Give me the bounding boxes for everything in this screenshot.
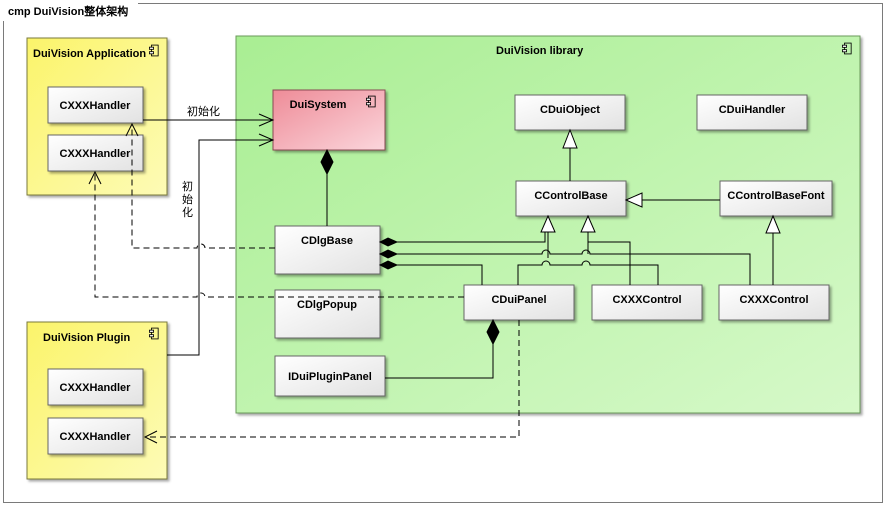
generalization-triangle-icon (765, 214, 781, 234)
generalization-connector (587, 241, 631, 285)
dui-object-box[interactable]: CDuiObject (514, 94, 626, 131)
node-label: CXXXHandler (60, 148, 132, 160)
plugin-handler-box[interactable]: CXXXHandler (47, 417, 144, 455)
composition-diamond-icon (378, 237, 399, 247)
plugin-title: DuiVision Plugin (43, 332, 130, 344)
arrow-head-icon (143, 430, 158, 444)
dlg-base-box[interactable]: CDlgBase (274, 225, 381, 275)
node-label: CControlBaseFont (727, 190, 825, 202)
node-label: DuiSystem (290, 99, 347, 111)
init-label-char: 始 (182, 192, 193, 206)
arrow-head-icon (258, 133, 275, 147)
init-connector (167, 139, 273, 356)
dlg-popup-box[interactable]: CDlgPopup (274, 289, 381, 339)
node-label: CXXXHandler (60, 382, 132, 394)
generalization-triangle-icon (580, 214, 596, 233)
arrow-head-icon (258, 113, 275, 127)
connectors (143, 113, 774, 379)
node-label: CControlBase (534, 190, 607, 202)
node-label: CDlgPopup (297, 299, 357, 311)
generalization-triangle-icon (540, 214, 556, 233)
arrow-head-icon (88, 170, 102, 185)
xxx-control-box[interactable]: CXXXControl (591, 284, 703, 321)
node-label: CXXXControl (739, 294, 808, 306)
arrow-head-icon (125, 122, 139, 137)
control-base-font-box[interactable]: CControlBaseFont (719, 180, 833, 217)
application-title: DuiVision Application (33, 48, 146, 60)
composition-diamond-icon (486, 318, 500, 346)
generalization-triangle-icon (624, 192, 643, 208)
plugin-handler-box[interactable]: CXXXHandler (47, 368, 144, 406)
node-label: CDuiPanel (491, 294, 546, 306)
control-base-box[interactable]: CControlBase (515, 180, 627, 217)
init-label-char: 初 (182, 179, 193, 193)
generalization-connector (517, 260, 659, 285)
library-title: DuiVision library (496, 45, 584, 57)
dependency-arrowheads (88, 122, 158, 444)
diagram-title: cmp DuiVision整体架构 (3, 3, 139, 21)
node-label: CDlgBase (301, 235, 353, 247)
composition-connector (385, 344, 494, 379)
dui-handler-box[interactable]: CDuiHandler (696, 94, 808, 131)
dependency-connector (94, 172, 464, 298)
node-label: CDuiHandler (719, 104, 786, 116)
node-label: IDuiPluginPanel (288, 371, 372, 383)
xxx-control-box[interactable]: CXXXControl (718, 284, 830, 321)
triangles (540, 128, 781, 234)
composition-connector (397, 232, 546, 243)
composition-diamond-icon (320, 148, 334, 176)
node-label: CXXXHandler (60, 431, 132, 443)
plugin-panel-box[interactable]: IDuiPluginPanel (274, 355, 386, 397)
node-label: CXXXControl (612, 294, 681, 306)
diamonds (320, 148, 500, 346)
composition-connector (397, 264, 483, 285)
generalization-triangle-icon (562, 128, 578, 149)
dependency-connector (131, 124, 275, 249)
node-label: CXXXHandler (60, 100, 132, 112)
dui-panel-box[interactable]: CDuiPanel (463, 284, 575, 321)
app-handler-box[interactable]: CXXXHandler (47, 134, 144, 172)
dui-system-box[interactable]: DuiSystem (272, 89, 386, 151)
init-label: 初始化 (187, 104, 220, 118)
node-label: CDuiObject (540, 104, 600, 116)
composition-diamond-icon (378, 249, 399, 259)
composition-diamond-icon (378, 260, 399, 270)
diagram-frame (3, 3, 883, 503)
init-label-char: 化 (182, 205, 193, 219)
dependency-connectors (94, 124, 520, 438)
composition-connector (397, 249, 751, 285)
app-handler-box[interactable]: CXXXHandler (47, 86, 144, 124)
